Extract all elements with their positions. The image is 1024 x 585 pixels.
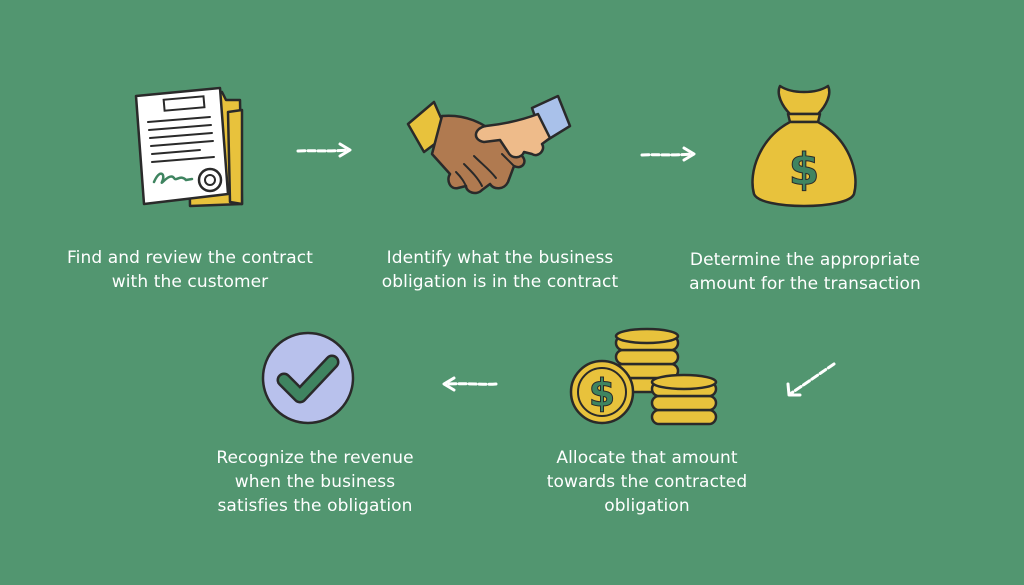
contract-document-icon bbox=[134, 86, 244, 208]
arrow-right-icon bbox=[640, 146, 696, 162]
arrow-left-icon bbox=[442, 376, 498, 392]
coin-dollar-sign: $ bbox=[589, 371, 615, 415]
step-3-label-line: amount for the transaction bbox=[689, 274, 921, 294]
arrow-right-icon bbox=[296, 142, 352, 158]
step-4-label-line: obligation bbox=[604, 496, 690, 516]
step-5-label: Recognize the revenue when the business … bbox=[165, 446, 465, 518]
step-1-label-line: with the customer bbox=[111, 272, 269, 292]
step-2-label: Identify what the business obligation is… bbox=[350, 246, 650, 294]
step-2-label-line: obligation is in the contract bbox=[381, 272, 619, 292]
step-5-label-line: Recognize the revenue bbox=[216, 448, 414, 468]
arrow-down-left-icon bbox=[786, 362, 836, 397]
money-bag-dollar-sign: $ bbox=[789, 144, 820, 195]
step-3-label: Determine the appropriate amount for the… bbox=[655, 248, 955, 296]
step-1-label-line: Find and review the contract bbox=[67, 248, 313, 268]
step-4-label: Allocate that amount towards the contrac… bbox=[497, 446, 797, 518]
step-2-label-line: Identify what the business bbox=[386, 248, 614, 268]
step-5-label-line: when the business bbox=[234, 472, 396, 492]
step-4-label-line: towards the contracted bbox=[546, 472, 748, 492]
handshake-icon bbox=[406, 94, 572, 195]
step-1-label: Find and review the contract with the cu… bbox=[40, 246, 340, 294]
step-5-label-line: satisfies the obligation bbox=[217, 496, 413, 516]
money-bag-icon: $ bbox=[751, 84, 857, 208]
coin-stacks-icon: $ bbox=[569, 327, 718, 426]
checkmark-circle-icon bbox=[261, 331, 355, 425]
step-3-label-line: Determine the appropriate bbox=[689, 250, 921, 270]
step-4-label-line: Allocate that amount bbox=[556, 448, 738, 468]
